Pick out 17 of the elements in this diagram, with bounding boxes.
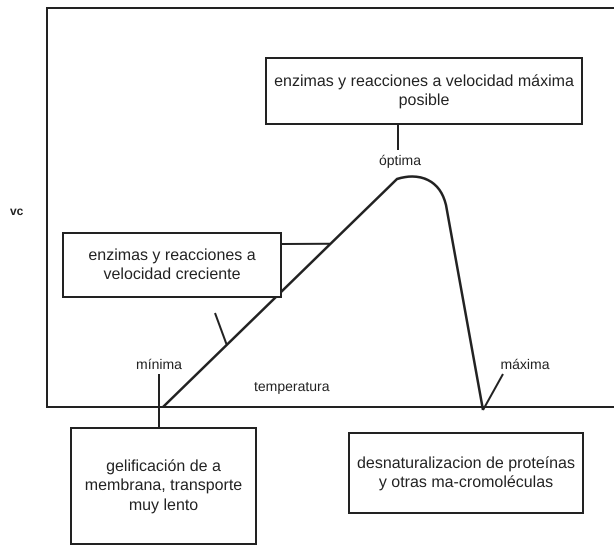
leader-line [158,374,160,427]
text-box [62,232,282,298]
text-box [70,427,257,545]
curve-label: máxima [500,356,550,372]
box-text: desnaturalizacion de proteínas y otras ma-cromoléculas [356,454,576,492]
leader-line [282,242,331,245]
axis-label: vc [10,204,24,218]
curve-label: óptima [378,152,422,168]
box-text: gelificación de a membrana, transporte muy lento [84,457,244,515]
box-text: enzimas y reacciones a velocidad máxima posible [273,72,575,110]
box-text: enzimas y reacciones a velocidad creciente [87,246,257,284]
leader-line [397,125,399,150]
leader-line [214,312,228,346]
curve-label: mínima [136,356,182,372]
text-box [348,432,584,514]
text-box [265,57,583,125]
axis-label: temperatura [254,378,330,394]
